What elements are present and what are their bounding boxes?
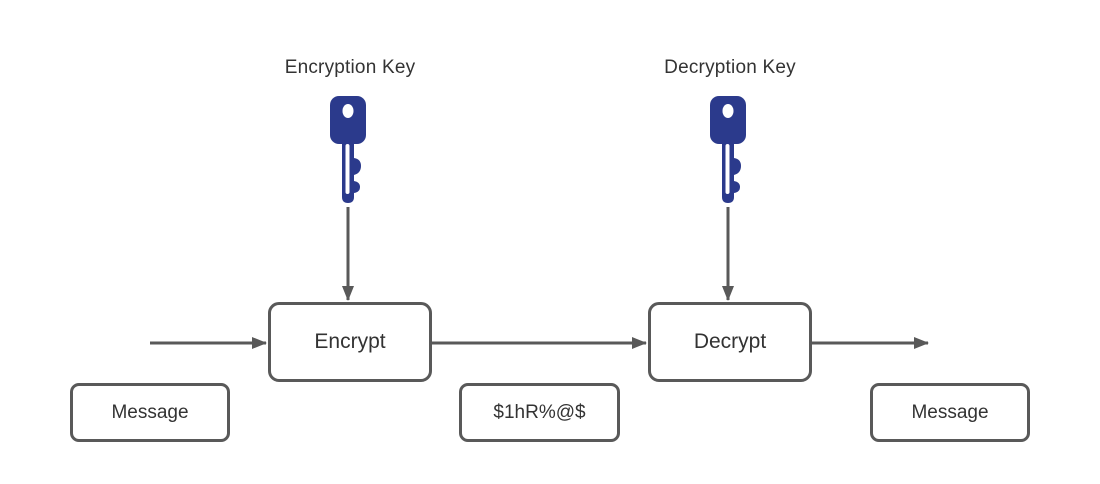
encryption-key-label: Encryption Key bbox=[284, 57, 416, 78]
input-message-node: Message bbox=[70, 383, 230, 442]
input-message-label: Message bbox=[111, 401, 189, 423]
decrypt-node-label: Decrypt bbox=[693, 330, 767, 353]
ciphertext-label: $1hR%@$ bbox=[493, 401, 586, 423]
output-message-label: Message bbox=[911, 401, 989, 423]
encrypt-node: Encrypt bbox=[268, 302, 432, 382]
decryption-key-icon bbox=[710, 96, 746, 203]
ciphertext-node: $1hR%@$ bbox=[459, 383, 620, 442]
encrypt-node-label: Encrypt bbox=[314, 330, 386, 353]
output-message-node: Message bbox=[870, 383, 1030, 442]
decryption-key-label: Decryption Key bbox=[664, 57, 796, 78]
decrypt-node: Decrypt bbox=[648, 302, 812, 382]
encryption-key-icon bbox=[330, 96, 366, 203]
